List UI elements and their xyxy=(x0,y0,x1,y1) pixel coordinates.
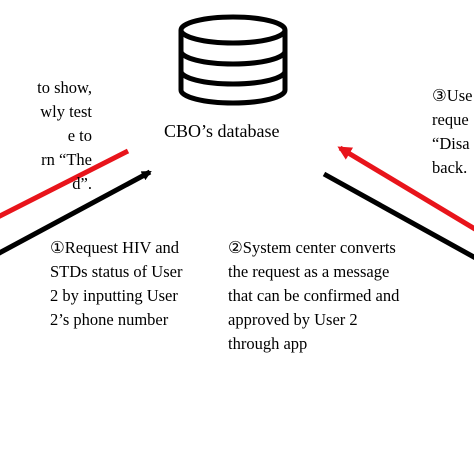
right-note-line: back. xyxy=(432,158,468,177)
right-note-line: ③Use xyxy=(432,86,473,105)
right-note-line: reque xyxy=(432,110,469,129)
right-note-line: “Disa xyxy=(432,134,470,153)
step-1-line: STDs status of User xyxy=(50,262,183,281)
right-response-arrow xyxy=(337,145,474,232)
left-note-line: rn “The xyxy=(41,150,92,169)
left-response-arrow xyxy=(0,148,130,219)
step-1-line: ①Request HIV and xyxy=(50,238,180,257)
left-note-line: e to xyxy=(67,126,92,145)
left-note: to show, wly test e to rn “The d”. xyxy=(0,76,92,196)
step-1-line: 2’s phone number xyxy=(50,310,169,329)
step-2-line: ②System center converts xyxy=(228,238,396,257)
step-1-label: ①Request HIV and STDs status of User 2 b… xyxy=(50,236,182,332)
right-request-arrow xyxy=(322,171,474,260)
step-2-line: approved by User 2 xyxy=(228,310,358,329)
left-request-arrow xyxy=(0,169,152,256)
database-label: CBO’s database xyxy=(164,121,280,141)
step-2-line: the request as a message xyxy=(228,262,390,281)
left-note-line: wly test xyxy=(40,102,92,121)
step-2-line: that can be confirmed and xyxy=(228,286,400,305)
right-note: ③Use reque “Disa back. xyxy=(432,84,472,180)
step-2-line: through app xyxy=(228,334,308,353)
left-note-line: to show, xyxy=(37,78,92,97)
step-2-label: ②System center converts the request as a… xyxy=(228,236,399,356)
left-note-line: d”. xyxy=(72,174,92,193)
step-1-line: 2 by inputting User xyxy=(50,286,178,305)
database-cylinder-icon xyxy=(178,14,288,106)
